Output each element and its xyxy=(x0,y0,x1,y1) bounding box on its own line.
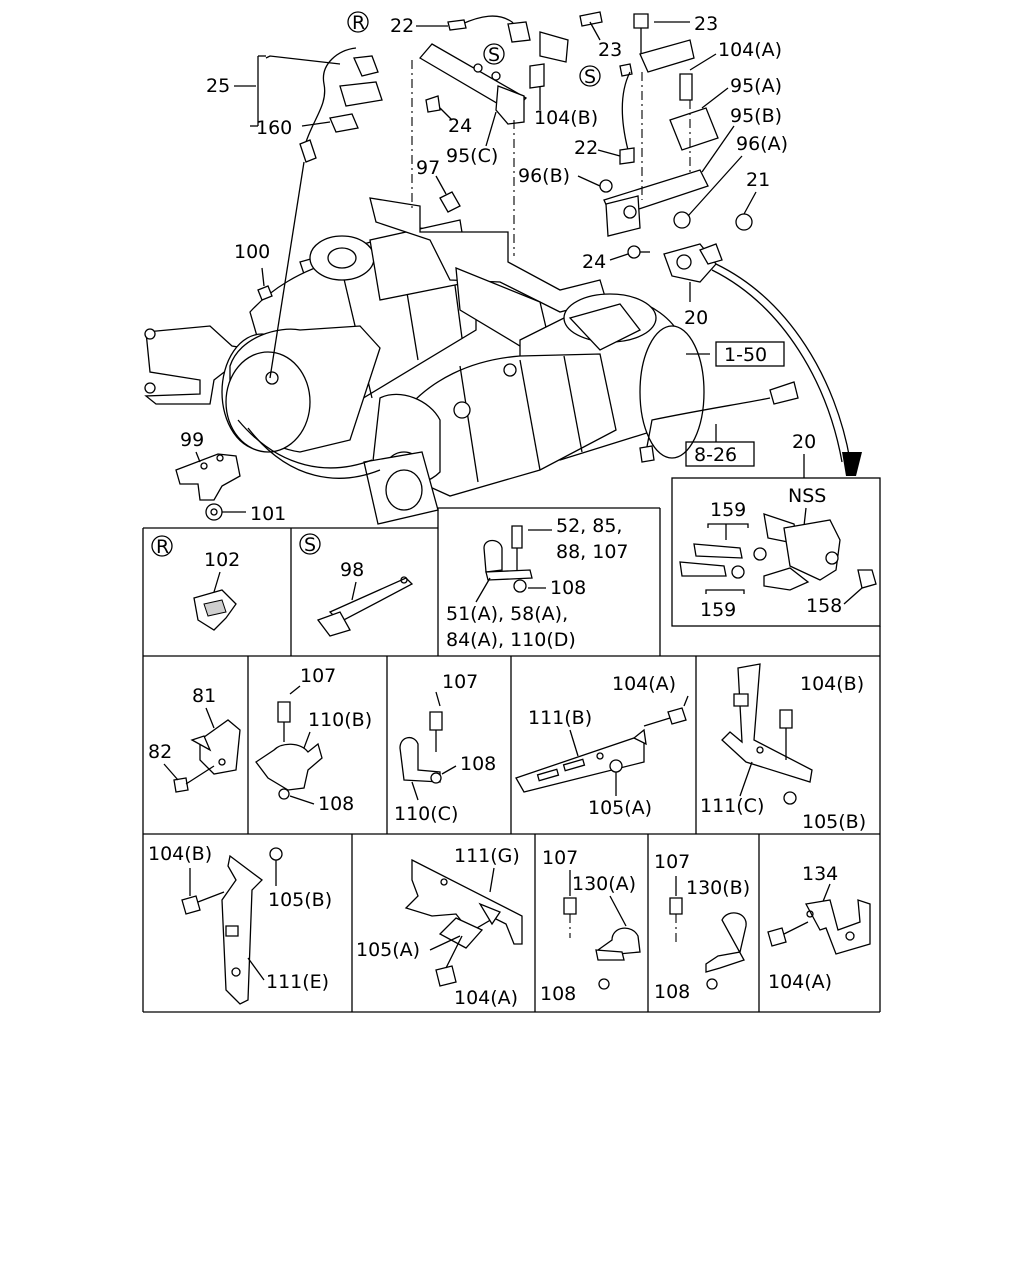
p134-a: 134 xyxy=(802,863,838,885)
callout-159-a: 159 xyxy=(710,499,746,521)
pressure-sensor-assembly-20 xyxy=(663,243,862,476)
main-assembly-drawing xyxy=(144,175,705,525)
panel-111e: 104(B) 105(B) 111(E) xyxy=(148,843,332,1005)
callout-96b: 96(B) xyxy=(518,165,570,187)
callout-22-top: 22 xyxy=(390,15,414,37)
callout-159-b: 159 xyxy=(700,599,736,621)
right-harness xyxy=(639,353,799,463)
callout-158: 158 xyxy=(806,595,842,617)
callout-25: 25 xyxy=(206,75,230,97)
clamp-line1: 52, 85, xyxy=(556,515,622,537)
panel-134: 134 104(A) xyxy=(767,863,871,993)
p111g-c: 104(A) xyxy=(454,987,518,1009)
p111g-b: 105(A) xyxy=(356,939,420,961)
callout-160: 160 xyxy=(256,117,292,139)
panel-r-mark: R xyxy=(156,536,169,558)
p111e-a: 104(B) xyxy=(148,843,212,865)
callout-100: 100 xyxy=(234,241,270,263)
p134-b: 104(A) xyxy=(768,971,832,993)
p111b-b: 111(B) xyxy=(528,707,592,729)
p111b-c: 105(A) xyxy=(588,797,652,819)
p130b-c: 108 xyxy=(654,981,690,1003)
callout-95a: 95(A) xyxy=(730,75,782,97)
detail-grid xyxy=(142,507,881,1013)
callout-20-nss: 20 xyxy=(792,431,816,453)
p130b-b: 130(B) xyxy=(686,877,750,899)
callout-95c: 95(C) xyxy=(446,145,498,167)
clamp-line3: 108 xyxy=(550,577,586,599)
panel-81: 81 82 xyxy=(148,685,241,793)
p130a-c: 108 xyxy=(540,983,576,1005)
panel-111b: 104(A) 111(B) 105(A) xyxy=(515,673,689,819)
panel-111g: 111(G) 105(A) 104(A) xyxy=(356,845,523,1009)
mark-s-main-1: S xyxy=(488,44,500,66)
nss-detail-box: 20 NSS 159 159 158 xyxy=(671,431,881,627)
p110c-b: 108 xyxy=(460,753,496,775)
callout-104a-top: 104(A) xyxy=(718,39,782,61)
p81-b: 82 xyxy=(148,741,172,763)
panel-130b: 107 130(B) 108 xyxy=(654,851,750,1003)
nss-label: NSS xyxy=(788,485,826,507)
callout-97: 97 xyxy=(416,157,440,179)
sensor-harness-left xyxy=(250,47,383,379)
panel-s-mark: S xyxy=(304,534,316,556)
clamp-line4: 51(A), 58(A), xyxy=(446,603,568,625)
p111e-b: 105(B) xyxy=(268,889,332,911)
p110b-c: 108 xyxy=(318,793,354,815)
panel-s-98: S 98 xyxy=(299,533,414,637)
mark-s-main-2: S xyxy=(584,66,596,88)
panel-110b: 107 110(B) 108 xyxy=(255,665,372,815)
p130a-b: 130(A) xyxy=(572,873,636,895)
p130a-a: 107 xyxy=(542,847,578,869)
panel-r-label: 102 xyxy=(204,549,240,571)
callout-22-mid: 22 xyxy=(574,137,598,159)
panel-130a: 107 130(A) 108 xyxy=(540,847,641,1005)
callout-96a: 96(A) xyxy=(736,133,788,155)
p110b-a: 107 xyxy=(300,665,336,687)
callout-21: 21 xyxy=(746,169,770,191)
callout-24-a: 24 xyxy=(448,115,472,137)
panel-111c: 104(B) 111(C) 105(B) xyxy=(700,663,866,833)
p81-a: 81 xyxy=(192,685,216,707)
main-callouts: R S S 22 23 23 104(A) 25 160 24 104(B) 9… xyxy=(180,11,788,525)
callout-101: 101 xyxy=(250,503,286,525)
mark-r-main: R xyxy=(352,12,365,34)
callout-20-a: 20 xyxy=(684,307,708,329)
callout-23-b: 23 xyxy=(694,13,718,35)
callout-95b: 95(B) xyxy=(730,105,782,127)
p110b-b: 110(B) xyxy=(308,709,372,731)
p111e-c: 111(E) xyxy=(266,971,329,993)
callout-99: 99 xyxy=(180,429,204,451)
p130b-a: 107 xyxy=(654,851,690,873)
p110c-c: 110(C) xyxy=(394,803,458,825)
clamp-line5: 84(A), 110(D) xyxy=(446,629,576,651)
p111c-c: 105(B) xyxy=(802,811,866,833)
scr-canister xyxy=(363,293,705,525)
p111b-a: 104(A) xyxy=(612,673,676,695)
ref-1-50: 1-50 xyxy=(724,344,767,366)
clamp-line2: 88, 107 xyxy=(556,541,629,563)
panel-110c: 107 108 110(C) xyxy=(394,671,496,825)
panel-clamp: 52, 85, 88, 107 108 51(A), 58(A), 84(A),… xyxy=(446,515,629,651)
p110c-a: 107 xyxy=(442,671,478,693)
upper-right-bracket-and-sensor xyxy=(579,11,753,259)
panel-r-102: R 102 xyxy=(151,535,240,631)
callout-24-b: 24 xyxy=(582,251,606,273)
p111c-b: 111(C) xyxy=(700,795,764,817)
panel-s-label: 98 xyxy=(340,559,364,581)
callout-104b-top: 104(B) xyxy=(534,107,598,129)
upper-center-bracket-and-sensor xyxy=(411,15,569,256)
p111c-a: 104(B) xyxy=(800,673,864,695)
callout-23-a: 23 xyxy=(598,39,622,61)
ref-8-26: 8-26 xyxy=(694,444,737,466)
p111g-a: 111(G) xyxy=(454,845,520,867)
